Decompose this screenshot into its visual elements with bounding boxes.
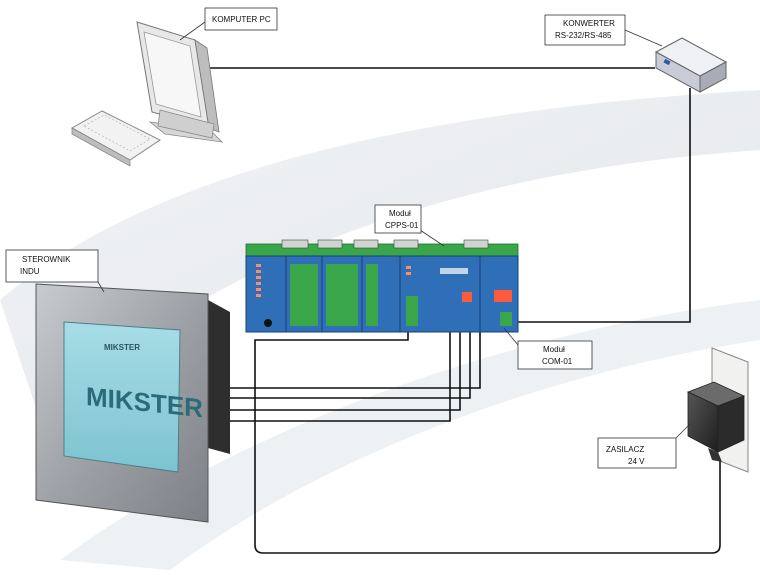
konwerter-device (654, 37, 728, 93)
terminal-strips (290, 264, 378, 326)
label-cpps-2: CPPS-01 (385, 221, 419, 230)
com-panel (494, 290, 512, 326)
label-zasilacz-1: ZASILACZ (606, 445, 644, 454)
indu-controller: MIKSTER MIKSTER (35, 283, 230, 523)
callout-modul-com: Moduł COM-01 (503, 327, 593, 370)
label-konwerter-2: RS-232/RS-485 (555, 31, 612, 40)
label-cpps-1: Moduł (389, 209, 411, 218)
callout-komputer: KOMPUTER PC (179, 7, 278, 41)
module-dividers (285, 256, 481, 332)
label-konwerter-1: KONWERTER (563, 19, 615, 28)
connector-blocks (281, 239, 489, 249)
label-sterownik-1: STEROWNIK (22, 255, 71, 264)
power-supply (686, 347, 749, 473)
cable-bus-3 (228, 332, 461, 411)
label-sterownik-2: INDU (20, 267, 40, 276)
pc-monitor (136, 21, 224, 143)
rack-knob (264, 319, 272, 327)
label-com-1: Moduł (543, 345, 565, 354)
cable-bus-2 (228, 332, 471, 399)
label-komputer: KOMPUTER PC (212, 15, 271, 24)
hmi-screen (63, 321, 181, 473)
plc-rack (245, 239, 519, 333)
cables (207, 67, 721, 554)
cable-bus-1 (228, 332, 481, 389)
callout-sterownik: STEROWNIK INDU (5, 249, 105, 293)
hmi-side (208, 300, 230, 454)
callout-modul-cpps: Moduł CPPS-01 (374, 204, 445, 247)
module-front (245, 255, 519, 333)
label-zasilacz-2: 24 V (628, 457, 645, 466)
status-leds (256, 264, 411, 297)
label-com-2: COM-01 (542, 357, 573, 366)
cable-bus-4 (228, 332, 451, 422)
cable-power-loop (254, 328, 721, 554)
cpps-panel (406, 268, 472, 326)
callout-konwerter: KONWERTER RS-232/RS-485 (544, 14, 663, 47)
pc-keyboard (70, 110, 161, 167)
callout-zasilacz: ZASILACZ 24 V (597, 423, 691, 469)
cable-konwerter-com (510, 88, 691, 323)
hmi-screen-header: MIKSTER (104, 343, 140, 352)
